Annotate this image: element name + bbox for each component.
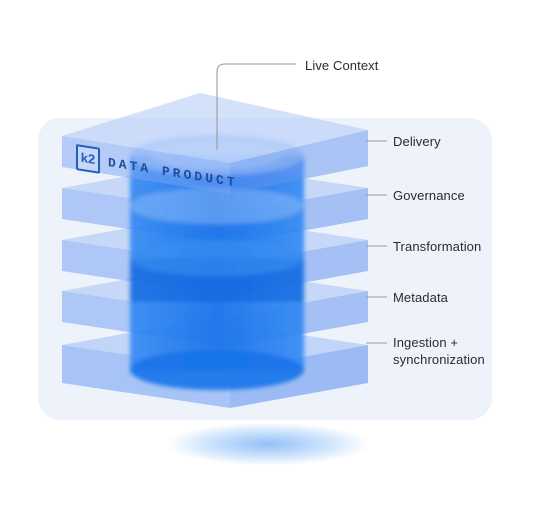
layer-delivery — [62, 93, 368, 194]
ground-glow — [168, 423, 368, 465]
label-delivery: Delivery — [393, 134, 441, 149]
label-metadata: Metadata — [393, 290, 449, 305]
connector-lines — [216, 63, 387, 344]
label-ingestion-line2: synchronization — [393, 352, 485, 367]
label-live-context: Live Context — [305, 58, 379, 73]
connector-live-context — [216, 63, 296, 150]
label-governance: Governance — [393, 188, 465, 203]
k2-logo: k2 — [76, 144, 100, 174]
label-ingestion-line1: Ingestion + — [393, 335, 459, 350]
label-transformation: Transformation — [393, 239, 482, 254]
